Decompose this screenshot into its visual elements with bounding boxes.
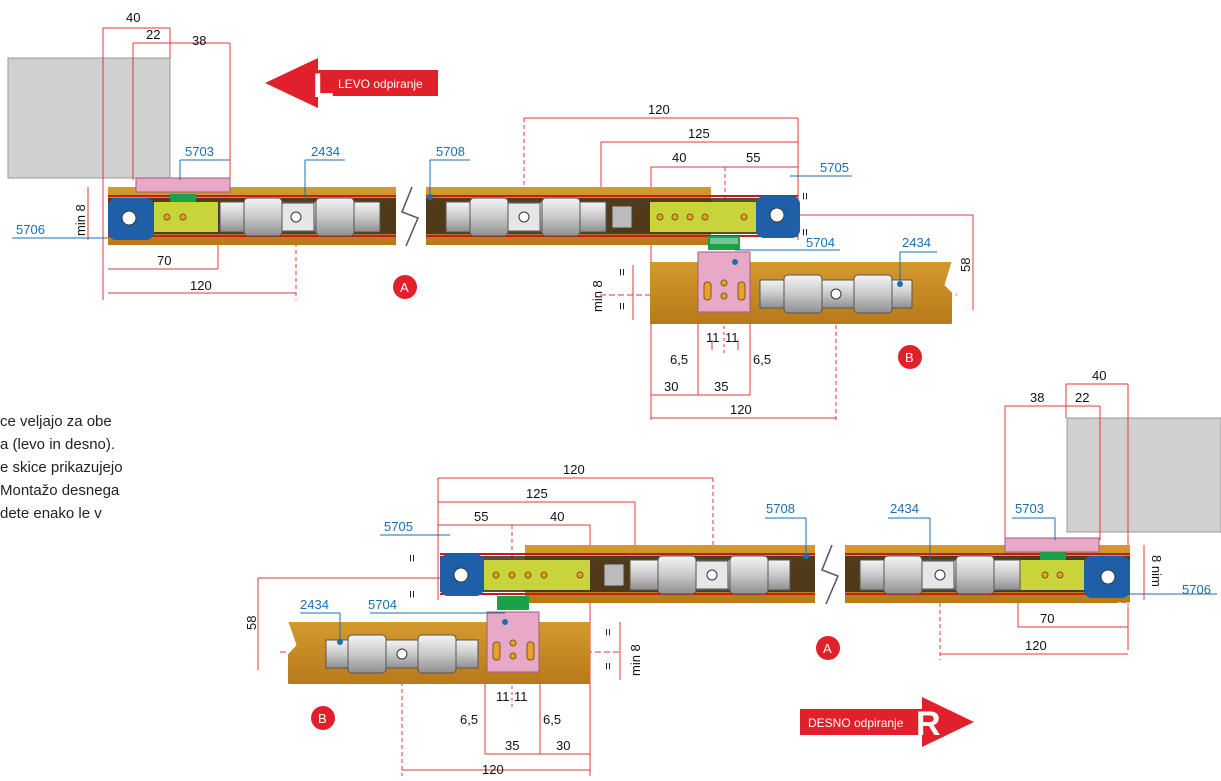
roller-carriage-top-left bbox=[219, 197, 381, 237]
marker-a-bottom: A bbox=[823, 641, 832, 656]
dim-6-5b-top: 6,5 bbox=[753, 352, 771, 367]
equal-mark-4: = bbox=[614, 302, 629, 310]
letter-r: R bbox=[916, 705, 941, 743]
note-line-5: dete enako le v bbox=[0, 505, 102, 522]
levo-label: LEVO odpiranje bbox=[338, 77, 423, 91]
part-label-2434-bottom: 2434 bbox=[890, 501, 919, 516]
note-line-3: e skice prikazujejo bbox=[0, 459, 123, 476]
part-label-5706-bottom: 5706 bbox=[1182, 582, 1211, 597]
part-label-5708-top: 5708 bbox=[436, 144, 465, 159]
letter-l: L bbox=[313, 67, 334, 105]
dim-min8-top: min 8 bbox=[73, 204, 88, 236]
dim-6-5b-bottom: 6,5 bbox=[543, 712, 561, 727]
equal-mark-6: = bbox=[404, 590, 419, 598]
dim-70-top: 70 bbox=[157, 253, 171, 268]
note-line-1: ce veljajo za obe bbox=[0, 413, 112, 430]
marker-b-bottom: B bbox=[318, 711, 327, 726]
dim-11b-top: 11 bbox=[725, 330, 739, 345]
part-label-5704-top: 5704 bbox=[806, 235, 835, 250]
part-label-5704-bottom: 5704 bbox=[368, 597, 397, 612]
dim-40-bottom-rail: 40 bbox=[550, 509, 564, 524]
dim-58-bottom: 58 bbox=[244, 616, 259, 630]
note-line-4: Montažo desnega bbox=[0, 482, 120, 499]
dim-11a-top: 11 bbox=[706, 330, 720, 345]
dim-40-top: 40 bbox=[126, 10, 140, 25]
marker-a-top: A bbox=[400, 280, 409, 295]
roller-carriage-top-right bbox=[445, 197, 633, 237]
dim-30-top: 30 bbox=[664, 379, 678, 394]
dim-30-bottom: 30 bbox=[556, 738, 570, 753]
desno-label: DESNO odpiranje bbox=[808, 716, 904, 730]
bracket-5703-bottom bbox=[1004, 537, 1100, 553]
desno-badge: DESNO odpiranje R bbox=[800, 697, 974, 747]
dim-70-bottom: 70 bbox=[1040, 611, 1054, 626]
dim-120-top-rail: 120 bbox=[648, 102, 670, 117]
dim-125-bottom: 125 bbox=[526, 486, 548, 501]
equal-mark-8: = bbox=[600, 662, 615, 670]
part-label-5705-top: 5705 bbox=[820, 160, 849, 175]
part-label-5703-top: 5703 bbox=[185, 144, 214, 159]
bracket-5703-top bbox=[135, 177, 231, 193]
equal-mark-2: = bbox=[797, 228, 812, 236]
installation-note: ce veljajo za obe a (levo in desno). e s… bbox=[0, 410, 230, 525]
roller-carriage-bottom-left bbox=[603, 555, 791, 595]
equal-mark-5: = bbox=[404, 554, 419, 562]
dim-55-bottom: 55 bbox=[474, 509, 488, 524]
df-label: DF bbox=[1117, 601, 1132, 613]
part-label-5703-bottom: 5703 bbox=[1015, 501, 1044, 516]
dim-min8-top-door: min 8 bbox=[590, 280, 605, 312]
dim-11a-bottom: 11 bbox=[496, 689, 510, 704]
levo-badge: L LEVO odpiranje bbox=[265, 58, 438, 108]
left-opening-diagram: L LEVO odpiranje bbox=[7, 10, 974, 420]
dim-55-top: 55 bbox=[746, 150, 760, 165]
roller-carriage-bottom-right bbox=[859, 555, 1021, 595]
part-label-5705-bottom: 5705 bbox=[384, 519, 413, 534]
part-label-2434-door-top: 2434 bbox=[902, 235, 931, 250]
dim-120-bottom-door: 120 bbox=[482, 762, 504, 776]
equal-mark-3: = bbox=[614, 268, 629, 276]
part-label-2434-door-bottom: 2434 bbox=[300, 597, 329, 612]
dim-40-bottom: 40 bbox=[1092, 368, 1106, 383]
dim-120-bottom-rail: 120 bbox=[563, 462, 585, 477]
dim-38-top: 38 bbox=[192, 33, 206, 48]
roller-carriage-door-top bbox=[759, 274, 913, 314]
equal-mark-7: = bbox=[600, 628, 615, 636]
dim-58-top: 58 bbox=[958, 258, 973, 272]
dim-35-top: 35 bbox=[714, 379, 728, 394]
dim-38-bottom: 38 bbox=[1030, 390, 1044, 405]
dim-120-top-left: 120 bbox=[190, 278, 212, 293]
note-line-2: a (levo in desno). bbox=[0, 436, 116, 453]
wall-block-top bbox=[7, 57, 171, 179]
dim-11b-bottom: 11 bbox=[514, 689, 528, 704]
dim-120-bottom-right: 120 bbox=[1025, 638, 1047, 653]
dim-min8-bottom-door: min 8 bbox=[628, 644, 643, 676]
dim-6-5a-top: 6,5 bbox=[670, 352, 688, 367]
wall-block-bottom bbox=[1066, 417, 1221, 533]
part-label-2434-top: 2434 bbox=[311, 144, 340, 159]
equal-mark-1: = bbox=[797, 192, 812, 200]
dim-22-top: 22 bbox=[146, 27, 160, 42]
part-label-5708-bottom: 5708 bbox=[766, 501, 795, 516]
dim-125-top: 125 bbox=[688, 126, 710, 141]
roller-carriage-door-bottom bbox=[325, 634, 479, 674]
dim-120-top-door: 120 bbox=[730, 402, 752, 417]
dim-22-bottom: 22 bbox=[1075, 390, 1089, 405]
dim-40-top-rail: 40 bbox=[672, 150, 686, 165]
dim-8nim-bottom: 8 nim bbox=[1149, 555, 1164, 587]
dim-35-bottom: 35 bbox=[505, 738, 519, 753]
marker-b-top: B bbox=[905, 350, 914, 365]
right-opening-diagram: DF bbox=[244, 368, 1221, 777]
part-label-5706-top: 5706 bbox=[16, 222, 45, 237]
dim-6-5a-bottom: 6,5 bbox=[460, 712, 478, 727]
